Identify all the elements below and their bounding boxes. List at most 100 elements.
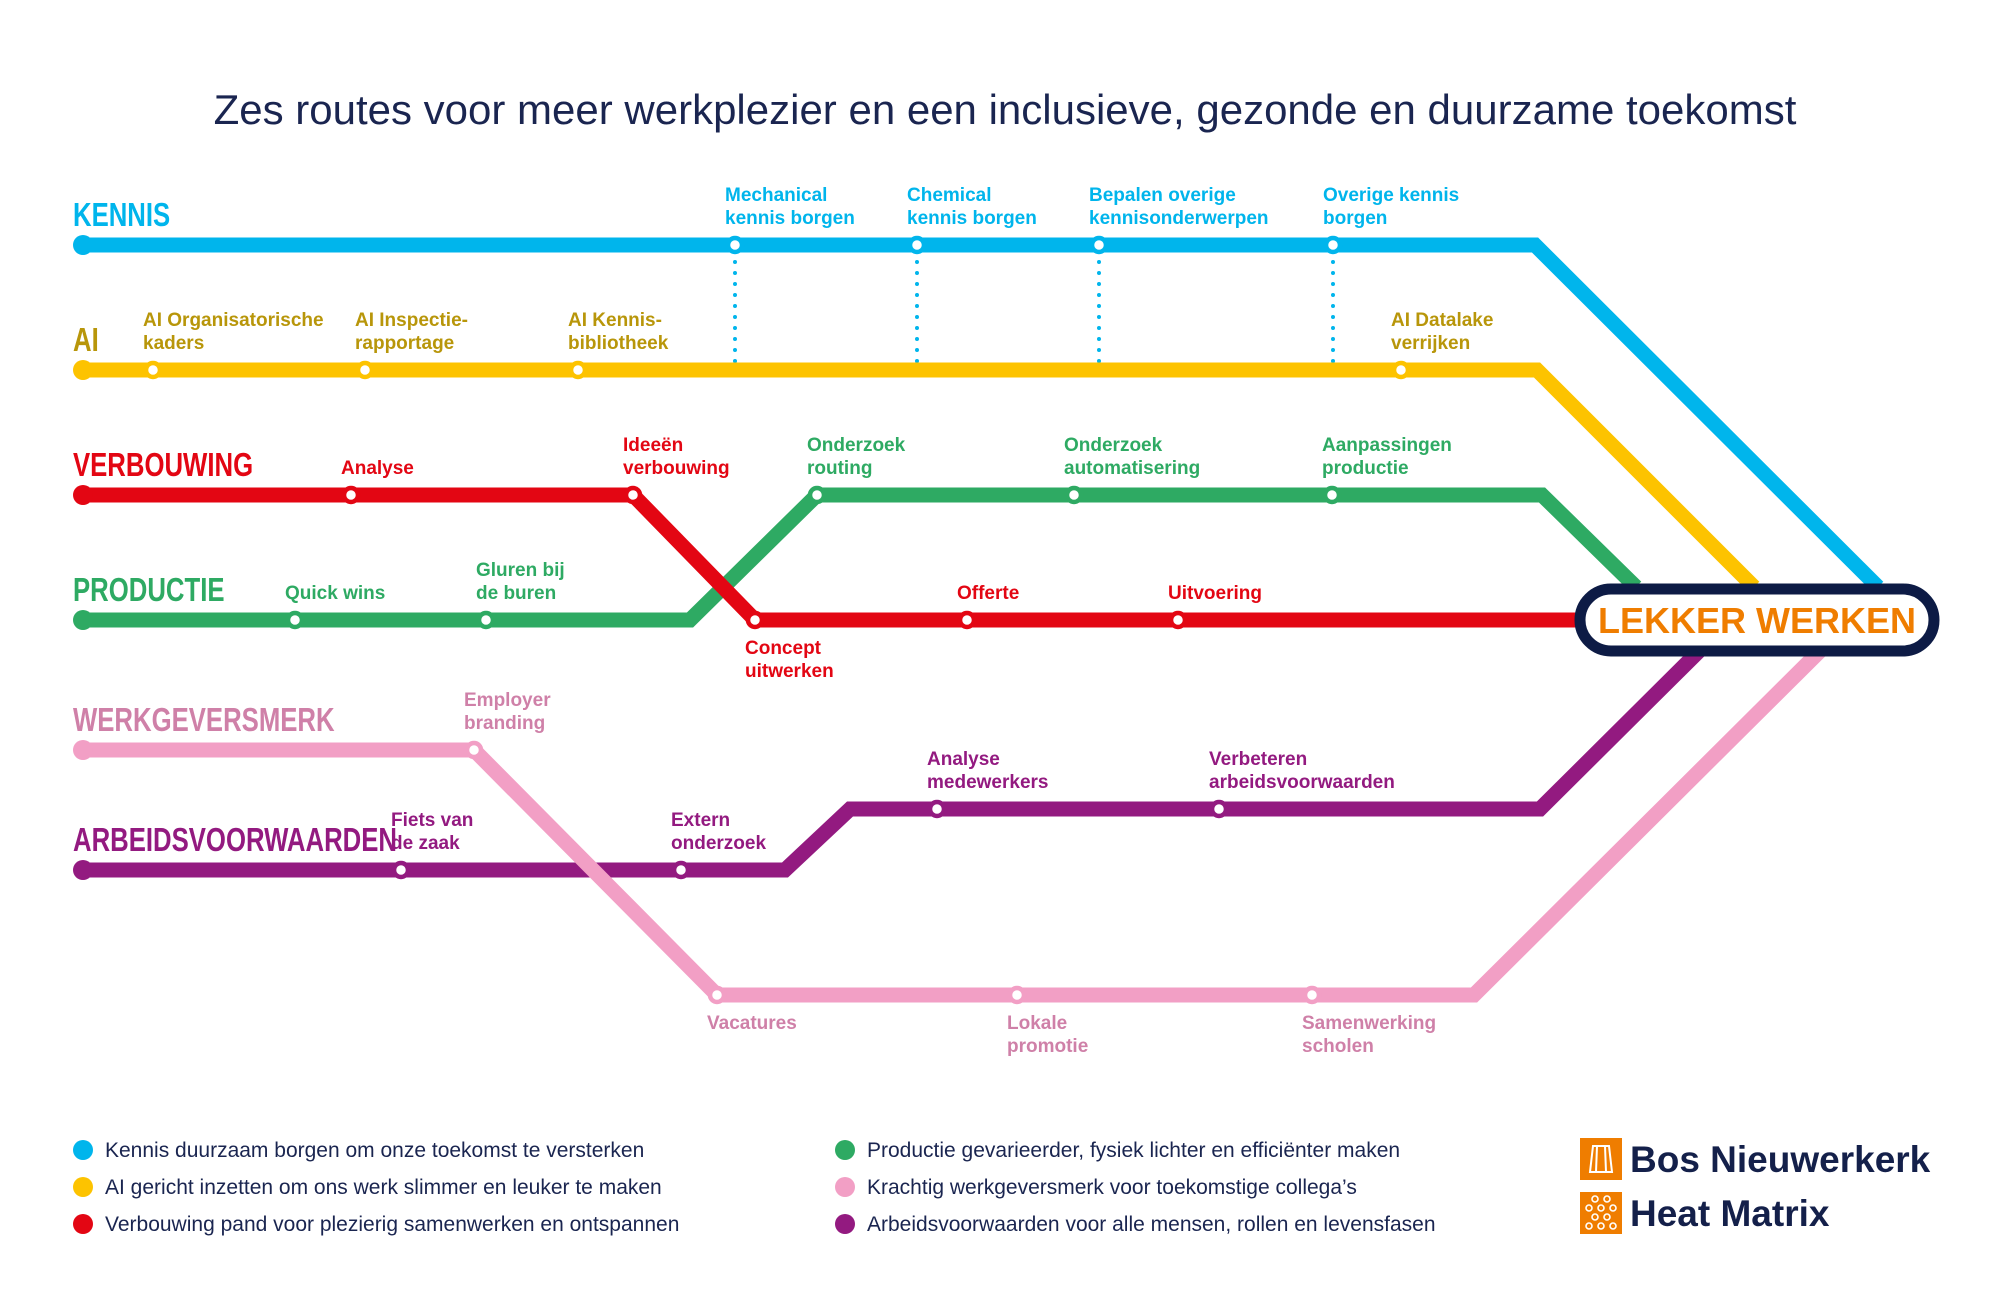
logo-heat-matrix: Heat Matrix <box>1630 1193 1830 1234</box>
legend-swatch <box>835 1177 855 1197</box>
station-label: arbeidsvoorwaarden <box>1209 772 1395 793</box>
station-marker[interactable] <box>1391 360 1411 380</box>
legend-item: Kennis duurzaam borgen om onze toekomst … <box>105 1139 644 1162</box>
station-marker[interactable] <box>707 985 727 1005</box>
station-label: AI Inspectie- <box>355 310 468 331</box>
destination-badge: LEKKER WERKEN <box>1574 583 1940 657</box>
station-marker[interactable] <box>807 485 827 505</box>
legend-swatch <box>835 1214 855 1234</box>
station-label: Overige kennis <box>1323 185 1459 206</box>
station-marker[interactable] <box>1064 485 1084 505</box>
station-label: scholen <box>1302 1036 1374 1057</box>
station-marker[interactable] <box>464 740 484 760</box>
station-label: Offerte <box>957 583 1019 604</box>
station-marker[interactable] <box>1007 985 1027 1005</box>
station-marker[interactable] <box>745 610 765 630</box>
station-label: Vacatures <box>707 1013 797 1034</box>
badge-label: LEKKER WERKEN <box>1598 600 1916 641</box>
legend-item: AI gericht inzetten om ons werk slimmer … <box>105 1176 662 1199</box>
station-label: de zaak <box>391 833 460 854</box>
station-label: Analyse <box>927 749 1000 770</box>
station-label: Samenwerking <box>1302 1013 1436 1034</box>
station-marker[interactable] <box>927 799 947 819</box>
badge-frame <box>1574 583 1940 657</box>
legend: Kennis duurzaam borgen om onze toekomst … <box>73 1139 1436 1236</box>
station-marker[interactable] <box>143 360 163 380</box>
kennis-connectors <box>733 260 1335 372</box>
route-track <box>83 237 1884 593</box>
route-name: PRODUCTIE <box>73 572 225 609</box>
station-label: Employer <box>464 690 551 711</box>
station-label: AI Organisatorische <box>143 310 324 331</box>
station-label: uitwerken <box>745 661 834 682</box>
station-label: kennisonderwerpen <box>1089 208 1269 229</box>
station-label: rapportage <box>355 333 454 354</box>
station-marker[interactable] <box>341 485 361 505</box>
station-label: verrijken <box>1391 333 1470 354</box>
station-label: Concept <box>745 638 822 659</box>
station-marker[interactable] <box>285 610 305 630</box>
station-label: de buren <box>476 583 556 604</box>
station-marker[interactable] <box>1168 610 1188 630</box>
station-label: verbouwing <box>623 458 730 479</box>
station-label: kennis borgen <box>907 208 1037 229</box>
station-marker[interactable] <box>957 610 977 630</box>
station-marker[interactable] <box>1209 799 1229 819</box>
station-marker[interactable] <box>1089 235 1109 255</box>
legend-item: Productie gevarieerder, fysiek lichter e… <box>867 1139 1400 1162</box>
route-start-dot <box>73 610 93 630</box>
station-label: onderzoek <box>671 833 766 854</box>
legend-item: Arbeidsvoorwaarden voor alle mensen, rol… <box>867 1213 1436 1236</box>
station-marker[interactable] <box>671 860 691 880</box>
legend-swatch <box>73 1140 93 1160</box>
station-label: promotie <box>1007 1036 1088 1057</box>
station-label: Verbeteren <box>1209 749 1307 770</box>
station-label: Bepalen overige <box>1089 185 1236 206</box>
station-marker[interactable] <box>476 610 496 630</box>
legend-swatch <box>835 1140 855 1160</box>
station-marker[interactable] <box>568 360 588 380</box>
station-label: Chemical <box>907 185 991 206</box>
route-track <box>83 362 1760 593</box>
route-start-dot <box>73 360 93 380</box>
logo-bos-nieuwerkerk: Bos Nieuwerkerk <box>1630 1139 1931 1180</box>
station-label: Extern <box>671 810 730 831</box>
route-start-dot <box>73 485 93 505</box>
station-marker[interactable] <box>391 860 411 880</box>
station-marker[interactable] <box>623 485 643 505</box>
route-start-dot <box>73 740 93 760</box>
page-title: Zes routes voor meer werkplezier en een … <box>214 86 1797 133</box>
legend-item: Krachtig werkgeversmerk voor toekomstige… <box>867 1176 1357 1199</box>
station-label: kaders <box>143 333 204 354</box>
route-name: VERBOUWING <box>73 447 253 484</box>
station-label: borgen <box>1323 208 1387 229</box>
station-label: Mechanical <box>725 185 827 206</box>
station-marker[interactable] <box>907 235 927 255</box>
station-label: Quick wins <box>285 583 385 604</box>
station-label: Gluren bij <box>476 560 565 581</box>
route-name: AI <box>73 322 99 359</box>
station-marker[interactable] <box>1323 235 1343 255</box>
station-marker[interactable] <box>725 235 745 255</box>
station-marker[interactable] <box>355 360 375 380</box>
station-label: Lokale <box>1007 1013 1067 1034</box>
route-start-dot <box>73 235 93 255</box>
route-start-dot <box>73 860 93 880</box>
route-name: KENNIS <box>73 197 170 234</box>
station-label: Onderzoek <box>1064 435 1163 456</box>
route-name: WERKGEVERSMERK <box>73 702 335 739</box>
station-marker[interactable] <box>1302 985 1322 1005</box>
station-label: automatisering <box>1064 458 1200 479</box>
station-label: Aanpassingen <box>1322 435 1452 456</box>
station-label: AI Kennis- <box>568 310 662 331</box>
station-marker[interactable] <box>1322 485 1342 505</box>
station-label: medewerkers <box>927 772 1048 793</box>
